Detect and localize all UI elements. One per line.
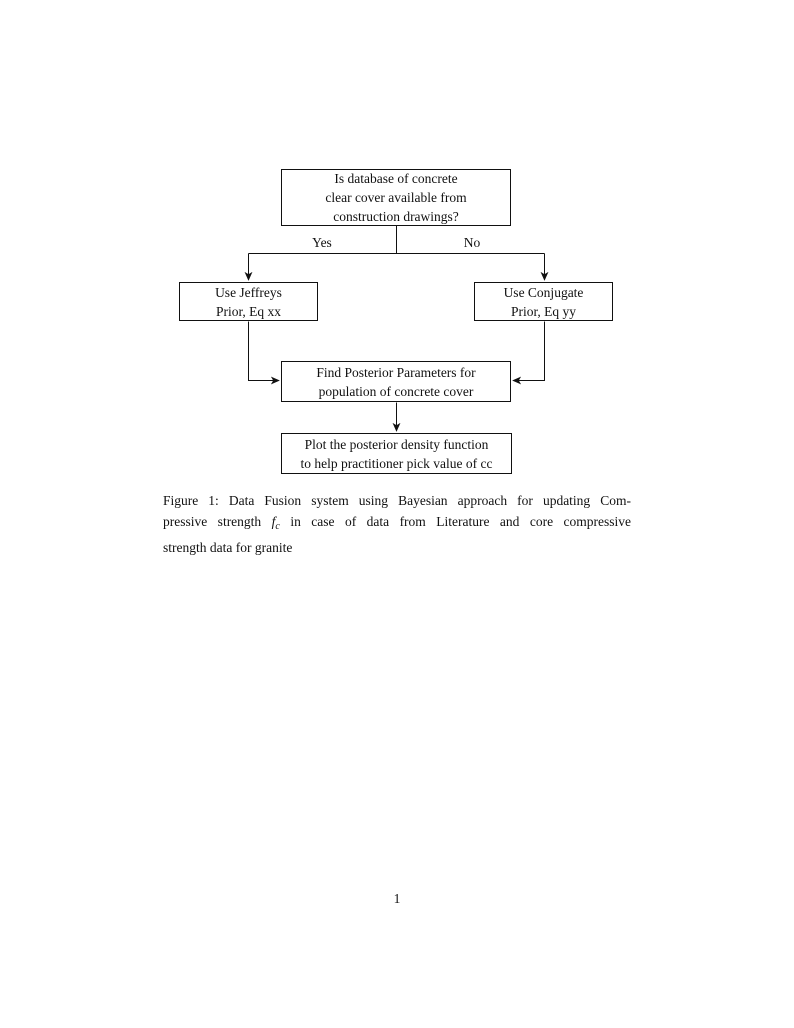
jeffreys-prior-box: Use Jeffreys Prior, Eq xx xyxy=(179,282,318,321)
math-subscript-c: c xyxy=(275,521,280,532)
posterior-parameters-box-line: Find Posterior Parameters for xyxy=(316,364,476,380)
page-number: 1 xyxy=(393,891,401,906)
math-fc-symbol: fc xyxy=(271,514,280,532)
question-box-line: clear cover available from xyxy=(325,190,467,205)
edge-conjugate-to-posterior xyxy=(512,321,545,385)
conjugate-prior-box-line: Prior, Eq yy xyxy=(510,303,577,319)
caption-text: in case of data from Literature and core… xyxy=(290,514,632,529)
question-box: Is database of concrete clear cover avai… xyxy=(281,169,511,226)
plot-density-box-line: to help practitioner pick value of cc xyxy=(300,455,493,471)
conjugate-prior-box: Use Conjugate Prior, Eq yy xyxy=(474,282,613,321)
caption-text: pressive strength xyxy=(163,514,262,529)
edge-jeffreys-to-posterior xyxy=(248,321,280,385)
jeffreys-prior-box-line: Prior, Eq xx xyxy=(215,303,282,319)
figure-caption-line: strength data for granite xyxy=(163,540,293,555)
math-f: f xyxy=(271,514,276,529)
plot-density-box-line: Plot the posterior density function xyxy=(304,436,489,452)
plot-density-box: Plot the posterior density function to h… xyxy=(281,433,512,474)
figure-caption-line: Figure 1: Data Fusion system using Bayes… xyxy=(163,493,631,508)
posterior-parameters-box-line: population of concrete cover xyxy=(318,383,474,399)
jeffreys-prior-box-line: Use Jeffreys xyxy=(215,284,282,300)
posterior-parameters-box: Find Posterior Parameters for population… xyxy=(281,361,511,402)
yes-edge-label: Yes xyxy=(312,235,332,250)
question-box-line: construction drawings? xyxy=(333,209,459,224)
conjugate-prior-box-line: Use Conjugate xyxy=(503,284,584,300)
figure-caption-line: pressive strength fc in case of data fro… xyxy=(163,511,631,537)
no-edge-label: No xyxy=(463,235,481,250)
question-box-line: Is database of concrete xyxy=(334,171,458,186)
figure-caption: Figure 1: Data Fusion system using Bayes… xyxy=(163,490,631,558)
